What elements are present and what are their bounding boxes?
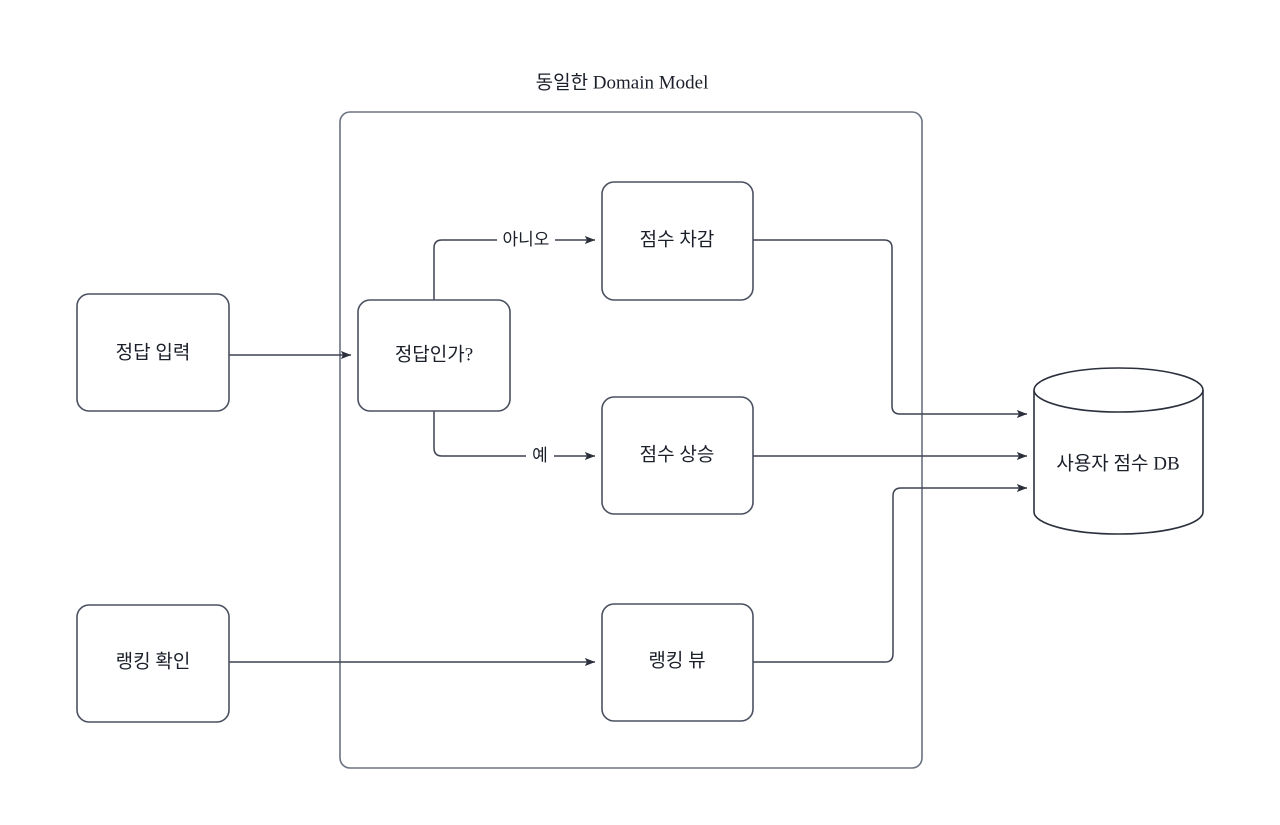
node-answer-input-shape[interactable]: [76, 293, 230, 412]
edge-deduct-to-db: [753, 239, 1028, 419]
domain-model-group-title: 동일한 Domain Model: [536, 71, 709, 93]
node-score-deduct-label: 점수 차감: [640, 228, 715, 250]
node-score-increase-shape[interactable]: [601, 396, 754, 515]
node-layer: 정답 입력 정답인가? 점수 차감 점수 상승 랭킹 확인: [76, 181, 1204, 723]
node-answer-input-label: 정답 입력: [116, 341, 191, 363]
node-is-correct[interactable]: 정답인가?: [357, 299, 511, 412]
node-user-score-db-label: 사용자 점수 DB: [1056, 452, 1179, 474]
domain-model-group-border: [339, 111, 923, 769]
edge-label-no-backdrop: [497, 228, 555, 252]
node-ranking-check-label: 랭킹 확인: [116, 650, 191, 672]
edge-label-no: 아니오: [503, 230, 550, 249]
node-is-correct-shape[interactable]: [357, 299, 511, 412]
edge-label-yes-backdrop: [526, 444, 554, 468]
edge-rankview-to-db: [753, 483, 1028, 663]
node-user-score-db-top[interactable]: [1033, 367, 1204, 413]
node-user-score-db-body[interactable]: [1033, 390, 1204, 535]
node-user-score-db[interactable]: 사용자 점수 DB: [1033, 367, 1204, 535]
edge-label-layer: 아니오 예: [497, 228, 555, 468]
node-answer-input[interactable]: 정답 입력: [76, 293, 230, 412]
domain-model-group: 동일한 Domain Model: [339, 71, 923, 769]
node-ranking-check-shape[interactable]: [76, 604, 230, 723]
node-score-deduct-shape[interactable]: [601, 181, 754, 301]
node-ranking-view-label: 랭킹 뷰: [648, 649, 705, 671]
edge-label-yes: 예: [532, 446, 548, 465]
node-ranking-check[interactable]: 랭킹 확인: [76, 604, 230, 723]
node-is-correct-label: 정답인가?: [395, 343, 473, 365]
node-ranking-view-shape[interactable]: [601, 603, 754, 722]
node-score-increase[interactable]: 점수 상승: [601, 396, 754, 515]
node-score-increase-label: 점수 상승: [640, 443, 715, 465]
edge-decision-yes: [433, 411, 596, 461]
edge-decision-no: [433, 235, 596, 300]
node-ranking-view[interactable]: 랭킹 뷰: [601, 603, 754, 722]
edge-layer: [229, 235, 1028, 667]
node-score-deduct[interactable]: 점수 차감: [601, 181, 754, 301]
